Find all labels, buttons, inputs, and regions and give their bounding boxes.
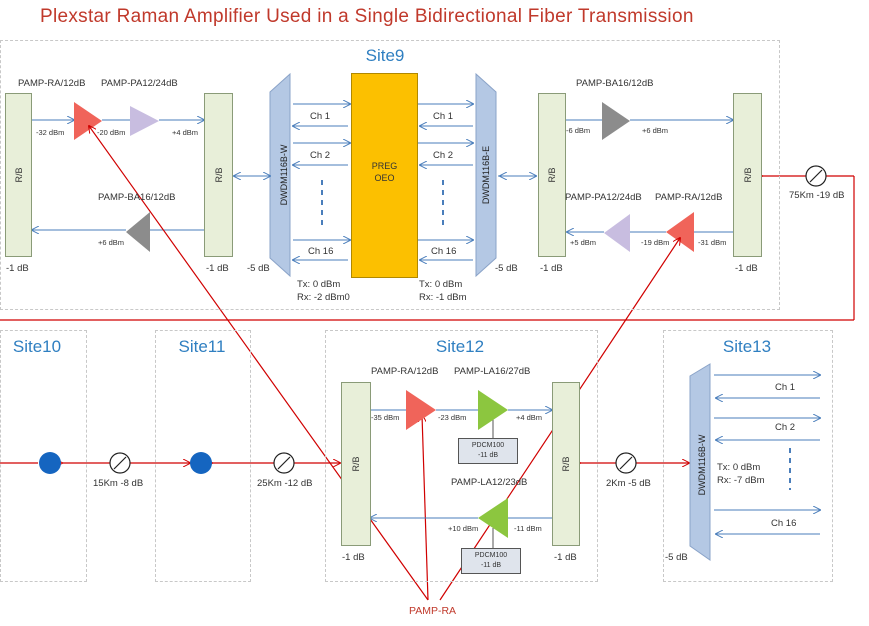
power-p6w: +6 dBm [98, 238, 125, 247]
booster-west [126, 212, 150, 252]
amp-ba-w-label: PAMP-BA16/12dB [98, 192, 176, 203]
loss-dwdm-w: -5 dB [247, 263, 270, 274]
line-amp-16 [478, 390, 508, 430]
span-25km: 25Km -12 dB [257, 478, 313, 489]
power-p4: +4 dBm [172, 128, 199, 137]
site11-box [155, 330, 251, 582]
rb-site12-east[interactable]: R/B [552, 382, 580, 546]
power-m20: -20 dBm [97, 128, 126, 137]
site13-tx: Tx: 0 dBm [717, 462, 761, 473]
power-m11: -11 dBm [514, 524, 542, 533]
page-title: Plexstar Raman Amplifier Used in a Singl… [40, 6, 694, 27]
power-p4-site12: +4 dBm [516, 413, 543, 422]
loss-dwdm-e: -5 dB [495, 263, 518, 274]
dcm-module-top[interactable]: PDCM100-11 dB [458, 438, 518, 464]
oeo-line1: PREG [371, 161, 398, 171]
site13-rx: Rx: -7 dBm [717, 475, 765, 486]
amp-pa-w-label: PAMP-PA12/24dB [101, 78, 178, 89]
site13-label: Site13 [722, 337, 772, 356]
site13-ch16: Ch 16 [771, 518, 797, 529]
tx-left: Tx: 0 dBm [297, 279, 341, 290]
dwdm-e-label: DWDM116B-E [481, 145, 491, 205]
rb-site12-west[interactable]: R/B [341, 382, 371, 546]
site11-label: Site11 [178, 337, 226, 356]
power-p5: +5 dBm [570, 238, 597, 247]
attenuator-15km [109, 452, 131, 474]
preamp-west [130, 106, 159, 136]
loss-site12-rb2: -1 dB [554, 552, 577, 563]
span-15km: 15Km -8 dB [93, 478, 144, 489]
loss-rb-w2: -1 dB [206, 263, 229, 274]
rx-right: Rx: -1 dBm [419, 292, 467, 303]
site13-box [663, 330, 833, 582]
raman-amp-west [74, 102, 102, 140]
ch1-w: Ch 1 [310, 111, 331, 122]
site13-dwdm-label: DWDM116B-W [697, 434, 707, 496]
amp-la12-label: PAMP-LA12/23dB [451, 477, 528, 488]
power-m6: -6 dBm [566, 126, 591, 135]
site10-node [39, 452, 61, 474]
site9-box [0, 40, 780, 310]
ch1-e: Ch 1 [433, 111, 454, 122]
amp-raman-w-label: PAMP-RA/12dB [18, 78, 86, 89]
loss-rb-e1: -1 dB [540, 263, 563, 274]
amp-pa-e-label: PAMP-PA12/24dB [565, 192, 642, 203]
attenuator-2km [615, 452, 637, 474]
loss-site12-rb1: -1 dB [342, 552, 365, 563]
preamp-east [604, 214, 630, 252]
ch16-e: Ch 16 [431, 246, 457, 257]
power-m23: -23 dBm [438, 413, 467, 422]
amp-raman-site12-label: PAMP-RA/12dB [371, 366, 439, 377]
site12-box [325, 330, 598, 582]
ch2-e: Ch 2 [433, 150, 454, 161]
rb-east-inner[interactable]: R/B [538, 93, 566, 257]
site12-label: Site12 [435, 337, 485, 356]
rb-west-inner[interactable]: R/B [204, 93, 233, 257]
site13-loss: -5 dB [665, 552, 688, 563]
booster-east [602, 102, 630, 140]
loss-rb-w1: -1 dB [6, 263, 29, 274]
ch16-w: Ch 16 [308, 246, 334, 257]
loss-rb-e2: -1 dB [735, 263, 758, 274]
power-p10: +10 dBm [448, 524, 479, 533]
ch2-w: Ch 2 [310, 150, 331, 161]
rb-west-outer[interactable]: R/B [5, 93, 32, 257]
dwdm-w-mux [269, 72, 291, 278]
line-amp-12 [478, 498, 508, 538]
span-75km: 75Km -19 dB [789, 190, 845, 201]
dwdm-e-mux [475, 72, 497, 278]
site13-dwdm [689, 363, 711, 561]
tx-right: Tx: 0 dBm [419, 279, 463, 290]
site11-node [190, 452, 212, 474]
dcm-module-bottom[interactable]: PDCM100-11 dB [461, 548, 521, 574]
power-m35: -35 dBm [371, 413, 400, 422]
rx-left: Rx: -2 dBm0 [297, 292, 350, 303]
amp-raman-e-label: PAMP-RA/12dB [655, 192, 723, 203]
attenuator-25km [273, 452, 295, 474]
dwdm-w-label: DWDM116B-W [279, 144, 289, 206]
raman-amp-site12 [406, 390, 436, 430]
span-2km: 2Km -5 dB [606, 478, 651, 489]
site13-ch1: Ch 1 [775, 382, 796, 393]
oeo-line2: OEO [374, 173, 395, 183]
amp-ba-e-label: PAMP-BA16/12dB [576, 78, 654, 89]
site13-ch2: Ch 2 [775, 422, 796, 433]
power-m32: -32 dBm [36, 128, 65, 137]
power-p6e: +6 dBm [642, 126, 669, 135]
attenuator-75km [805, 165, 827, 187]
power-m31: -31 dBm [698, 238, 727, 247]
preg-oeo-block[interactable]: PREG OEO [351, 73, 418, 278]
raman-amp-east [666, 212, 694, 252]
amp-la16-label: PAMP-LA16/27dB [454, 366, 531, 377]
pamp-ra-callout: PAMP-RA [409, 605, 457, 617]
rb-east-outer[interactable]: R/B [733, 93, 762, 257]
power-m19: -19 dBm [641, 238, 670, 247]
site10-box [0, 330, 87, 582]
site9-label: Site9 [365, 46, 405, 65]
site10-label: Site10 [12, 337, 62, 356]
